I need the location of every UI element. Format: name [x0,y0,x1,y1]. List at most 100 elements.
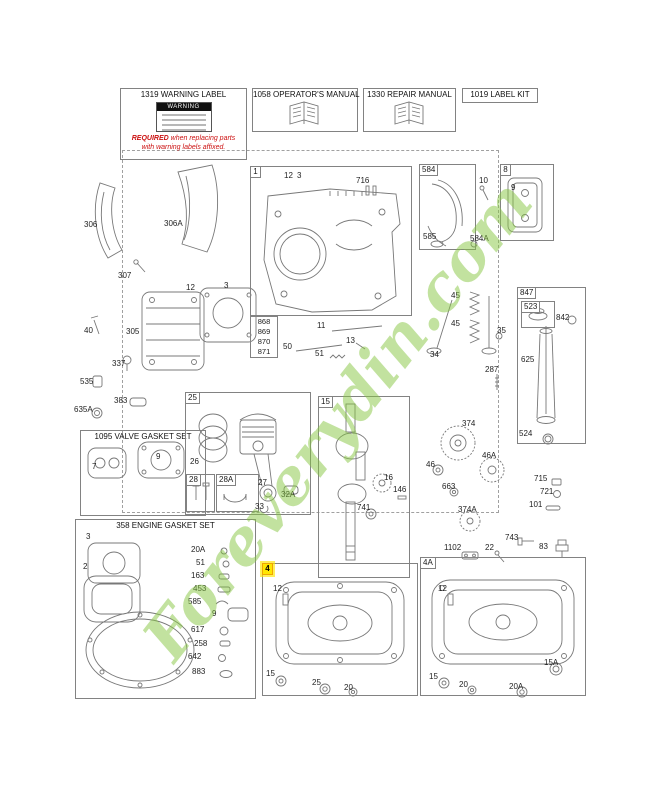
operators-manual-kit-box: 1058 OPERATOR'S MANUAL [252,88,360,132]
group-box-label-584: 584 [419,164,439,176]
spark-plug-83-sketch [555,539,569,558]
part-number-3: 3 [297,171,302,180]
connecting-rod-27-sketch [253,453,277,502]
part-number-584A: 584A [470,234,489,243]
group-box-label-523: 523 [521,301,541,313]
part-number-721: 721 [540,487,554,496]
oil-sump-4-sketch [275,581,405,665]
part-number-883: 883 [192,667,206,676]
part-number-715: 715 [534,474,548,483]
repair-manual-icon [394,101,424,125]
part-number-15: 15 [429,672,438,681]
oil-sump-4A-sketch [431,579,575,665]
part-number-9: 9 [511,183,516,192]
part-number-12: 12 [186,283,195,292]
sump-4A-hardware-sketch [438,662,563,698]
part-number-40: 40 [84,326,93,335]
group-box-label-28: 28 [186,474,201,486]
group-box-15: 15 [318,396,410,578]
part-number-585: 585 [188,597,202,606]
valves-and-springs-sketch [426,291,503,390]
part-number-45: 45 [451,319,460,328]
crankshaft-sketch [335,403,369,561]
label-kit-box: 1019 LABEL KIT [462,88,538,103]
part-number-51: 51 [196,558,205,567]
plate-1102-sketch [461,551,479,560]
part-number-15A: 15A [544,658,559,667]
part-number-25: 25 [312,678,321,687]
part-number-12: 12 [438,584,447,593]
group-box-523: 523 [521,301,555,328]
timing-gear-16-sketch [372,473,392,493]
group-box-label-28A: 28A [216,474,237,486]
part-number-337: 337 [112,359,126,368]
valve-gasket-set-box: 1095 VALVE GASKET SET [80,430,206,516]
part-number-16: 16 [384,473,393,482]
warning-label-kit-box: 1319 WARNING LABEL WARNING REQUIRED when… [120,88,247,160]
part-number-13: 13 [346,336,355,345]
warning-label-text-line [161,124,206,126]
part-number-625: 625 [521,355,535,364]
warning-label-thumbnail: WARNING [155,102,212,132]
governor-gear-46A-sketch [479,457,505,483]
part-number-743: 743 [505,533,519,542]
ring-842-sketch [567,315,577,325]
operators-manual-icon [289,101,319,125]
part-number-146: 146 [393,485,407,494]
part-number-20: 20 [459,680,468,689]
bolt-40-sketch [90,315,100,335]
part-number-20: 20 [344,683,353,692]
group-box-label-4: 4 [262,563,273,575]
washer-741-sketch [365,508,377,520]
part-number-3: 3 [224,281,229,290]
bracket-306A-sketch [177,164,219,253]
bracket-9-sketch [507,177,543,233]
part-number-101: 101 [529,500,543,509]
piston-rings-26-sketch [198,413,228,463]
group-box-label-847: 847 [517,287,537,299]
part-number-306A: 306A [164,219,183,228]
part-number-51: 51 [315,349,324,358]
piston-sketch [239,413,277,455]
engine-gaskets-sketch [83,542,249,689]
bracket-306-sketch [94,182,123,259]
group-box-4: 4 [262,563,418,696]
oring-524-sketch [542,433,554,445]
part-number-27: 27 [258,478,267,487]
part-number-34: 34 [430,350,439,359]
valve-gaskets-sketch [87,441,185,479]
part-number-383: 383 [114,396,128,405]
part-number-26: 26 [190,457,199,466]
part-number-258: 258 [194,639,208,648]
group-box-label-4A: 4A [420,557,436,569]
part-number-46: 46 [426,460,435,469]
valve-gasket-set-title: 1095 VALVE GASKET SET [94,432,192,441]
part-number-869: 869 [257,327,271,336]
part-number-868: 868 [257,317,271,326]
screw-307-sketch [133,259,146,273]
part-number-870: 870 [257,337,271,346]
part-number-163: 163 [191,571,205,580]
plug-715-sketch [551,478,562,486]
screw-10-sketch [479,185,489,201]
part-number-741: 741 [357,503,371,512]
warning-required-note: REQUIRED when replacing parts with warni… [121,134,246,153]
warning-label-header: WARNING [156,103,211,111]
warning-label-text-line [161,119,206,121]
part-number-9: 9 [212,609,217,618]
washer-663-sketch [449,487,459,497]
part-number-305: 305 [126,327,140,336]
pin-clip-33-sketch [259,505,269,514]
part-number-22: 22 [485,543,494,552]
rods-and-screws-sketch [295,325,383,359]
head-gasket-sketch [199,287,257,343]
warning-kit-title: 1319 WARNING LABEL [140,90,227,99]
part-number-2: 2 [83,562,88,571]
camshaft-gear-374-sketch [440,425,476,461]
part-number-1102: 1102 [444,543,462,552]
cylinder-head-305-sketch [141,291,205,371]
part-number-12: 12 [284,171,293,180]
part-number-535: 535 [80,377,94,386]
